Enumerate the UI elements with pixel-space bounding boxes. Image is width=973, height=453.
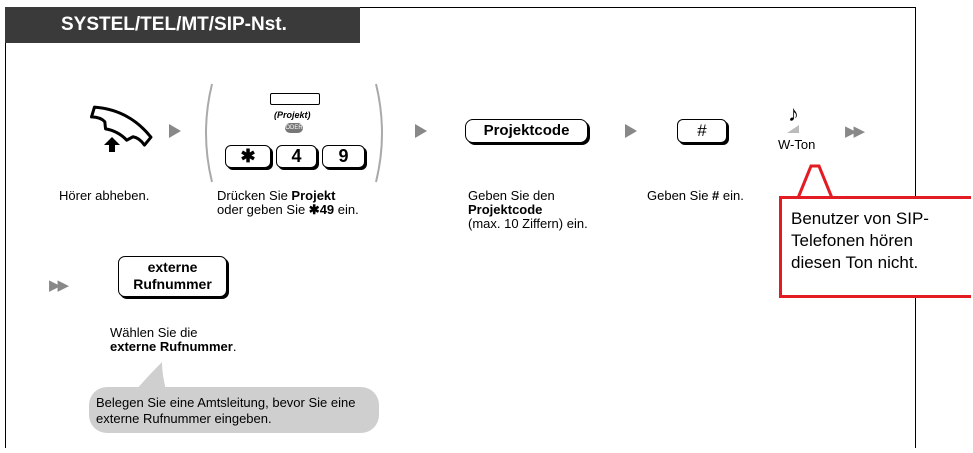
tone-wedge	[787, 125, 799, 133]
projekt-key[interactable]	[270, 93, 320, 105]
arrow-right-icon	[415, 124, 427, 138]
step-lift-text: Hörer abheben.	[59, 188, 150, 203]
double-arrow-icon: ▶▶	[49, 277, 69, 294]
projektcode-key[interactable]: Projektcode	[465, 119, 588, 143]
or-badge: ODER	[285, 123, 303, 133]
star-key[interactable]: ✱	[225, 145, 271, 168]
digit-9-key[interactable]: 9	[322, 145, 365, 168]
page-title: SYSTEL/TEL/MT/SIP-Nst.	[5, 7, 360, 43]
tone-label: W-Ton	[778, 137, 816, 152]
bubble-tail	[136, 362, 166, 390]
hash-key[interactable]: #	[677, 119, 727, 143]
digit-4-key[interactable]: 4	[276, 145, 317, 168]
step-hash-text: Geben Sie # ein.	[647, 188, 744, 203]
step-dial-text: Wählen Sie die externe Rufnummer.	[110, 325, 237, 354]
hint-bubble: Belegen Sie eine Amtsleitung, bevor Sie …	[89, 387, 379, 433]
note-icon: ♪	[788, 101, 799, 126]
step-code-text: Geben Sie den Projektcode (max. 10 Ziffe…	[468, 188, 588, 231]
bracket-group	[205, 83, 383, 183]
projekt-key-label: (Projekt)	[274, 110, 311, 120]
double-arrow-icon: ▶▶	[845, 123, 865, 140]
callout-note: Benutzer von SIP-Telefonen hören diesen …	[779, 196, 971, 298]
callout-pointer	[796, 164, 834, 200]
arrow-right-icon	[169, 124, 181, 138]
step-press-text: Drücken Sie Projekt oder geben Sie ✱49 e…	[217, 188, 359, 217]
handset-off-hook-icon	[90, 105, 153, 152]
arrow-right-icon	[625, 124, 637, 138]
